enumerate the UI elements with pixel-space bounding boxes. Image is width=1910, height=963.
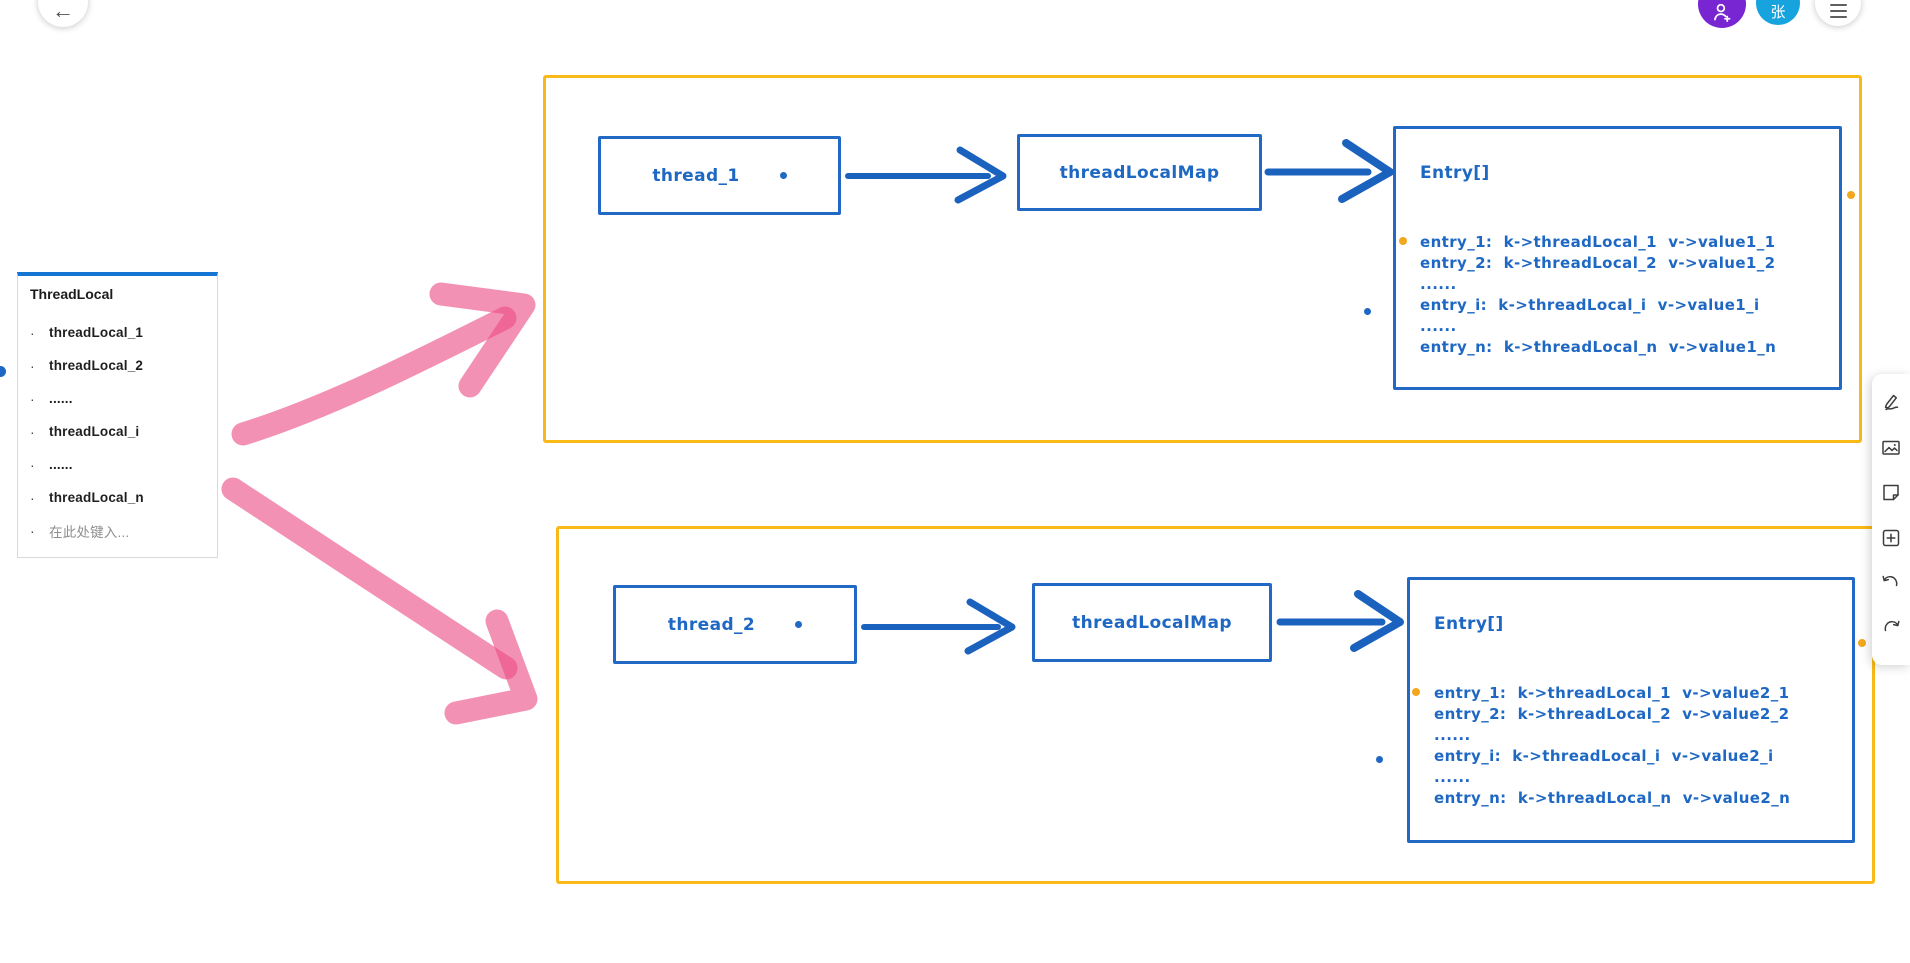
thread1-group-container[interactable] (543, 75, 1862, 443)
list-item[interactable]: · threadLocal_1 (30, 316, 205, 349)
list-item-label: threadLocal_n (49, 490, 144, 505)
ink-pen-button[interactable] (1872, 380, 1910, 425)
threadlocal-note-panel[interactable]: ThreadLocal · threadLocal_1 · threadLoca… (17, 272, 218, 558)
image-icon (1882, 440, 1900, 455)
back-button[interactable]: ← (38, 0, 88, 27)
user-avatar[interactable]: 张 (1756, 0, 1800, 25)
amber-dot (1412, 688, 1420, 696)
entry-line: ...... (1434, 726, 1471, 744)
menu-button[interactable] (1815, 0, 1861, 26)
bullet-icon: · (30, 522, 35, 539)
ink-dot-left-edge (0, 366, 6, 377)
bullet-icon: · (30, 423, 35, 440)
undo-button[interactable] (1872, 560, 1910, 605)
ink-dot (1364, 308, 1371, 315)
entry-line: entry_1: k->threadLocal_1 v->value1_1 (1420, 233, 1776, 251)
list-item-label: threadLocal_i (49, 424, 140, 439)
threadlocalmap1-label: threadLocalMap (1059, 162, 1220, 183)
thread2-group-container[interactable] (556, 526, 1875, 884)
bullet-icon: · (30, 489, 35, 506)
threadlocal-list: · threadLocal_1 · threadLocal_2 · ......… (30, 316, 205, 547)
entry-line: entry_i: k->threadLocal_i v->value2_i (1434, 747, 1774, 765)
entry2-lines: entry_1: k->threadLocal_1 v->value2_1 en… (1434, 683, 1834, 809)
placeholder-label: 在此处键入... (49, 524, 130, 540)
entry-line: ...... (1434, 768, 1471, 786)
threadlocal-title: ThreadLocal (30, 286, 114, 302)
bullet-icon: · (30, 357, 35, 374)
insert-plus-icon (1882, 529, 1900, 546)
amber-dot (1858, 639, 1866, 647)
list-item[interactable]: · threadLocal_i (30, 415, 205, 448)
entry-line: entry_2: k->threadLocal_2 v->value1_2 (1420, 254, 1776, 272)
amber-dot (1399, 237, 1407, 245)
list-item[interactable]: · ...... (30, 382, 205, 415)
thread1-label: thread_1 (652, 165, 740, 186)
add-note-button[interactable] (1872, 470, 1910, 515)
insert-image-button[interactable] (1872, 425, 1910, 470)
entry1-lines: entry_1: k->threadLocal_1 v->value1_1 en… (1420, 232, 1821, 358)
threadlocalmap2-label: threadLocalMap (1072, 612, 1232, 633)
entry-array2-node[interactable]: Entry[] entry_1: k->threadLocal_1 v->val… (1407, 577, 1855, 843)
thread2-label: thread_2 (667, 614, 756, 635)
entry2-title: Entry[] (1434, 614, 1504, 634)
ink-dot (1376, 756, 1383, 763)
drawing-toolbar (1872, 374, 1910, 665)
ink-dot (779, 172, 787, 179)
amber-dot (1847, 191, 1855, 199)
hamburger-icon (1829, 3, 1847, 18)
entry-line: entry_2: k->threadLocal_2 v->value2_2 (1434, 705, 1790, 723)
avatar-initial: 张 (1770, 4, 1786, 21)
ink-pen-icon (1884, 394, 1899, 410)
list-item-label: ...... (49, 457, 73, 472)
pink-marker-arrow-bottom-shaft[interactable] (221, 477, 518, 680)
entry-line: ...... (1420, 317, 1457, 335)
ink-dot (795, 621, 803, 628)
thread2-node[interactable]: thread_2 (613, 585, 857, 664)
bullet-icon: · (30, 456, 35, 473)
person-plus-icon (1714, 3, 1731, 22)
redo-button[interactable] (1872, 605, 1910, 650)
pink-marker-arrow-bottom-head[interactable] (444, 609, 538, 725)
entry-line: ...... (1420, 275, 1457, 293)
list-item-label: threadLocal_1 (49, 325, 144, 340)
redo-icon (1884, 620, 1900, 631)
entry1-title: Entry[] (1420, 163, 1490, 183)
entry-line: entry_n: k->threadLocal_n v->value2_n (1434, 789, 1791, 807)
note-icon (1883, 484, 1899, 500)
threadlocalmap1-node[interactable]: threadLocalMap (1017, 134, 1262, 211)
entry-line: entry_1: k->threadLocal_1 v->value2_1 (1434, 684, 1790, 702)
entry-line: entry_i: k->threadLocal_i v->value1_i (1420, 296, 1760, 314)
back-arrow-icon: ← (52, 0, 74, 23)
list-item[interactable]: · threadLocal_2 (30, 349, 205, 382)
pink-marker-arrow-top-head[interactable] (429, 282, 536, 398)
thread1-node[interactable]: thread_1 (598, 136, 841, 215)
entry-array1-node[interactable]: Entry[] entry_1: k->threadLocal_1 v->val… (1393, 126, 1842, 390)
entry-line: entry_n: k->threadLocal_n v->value1_n (1420, 338, 1777, 356)
list-item[interactable]: · threadLocal_n (30, 481, 205, 514)
threadlocalmap2-node[interactable]: threadLocalMap (1032, 583, 1272, 662)
insert-object-button[interactable] (1872, 515, 1910, 560)
invite-button[interactable] (1698, 0, 1746, 28)
list-item-placeholder[interactable]: · 在此处键入... (30, 514, 205, 547)
list-item-label: threadLocal_2 (49, 358, 144, 373)
undo-icon (1882, 575, 1898, 586)
bullet-icon: · (30, 324, 35, 341)
bullet-icon: · (30, 390, 35, 407)
pink-marker-arrow-top-shaft[interactable] (231, 306, 517, 446)
list-item[interactable]: · ...... (30, 448, 205, 481)
list-item-label: ...... (49, 391, 73, 406)
